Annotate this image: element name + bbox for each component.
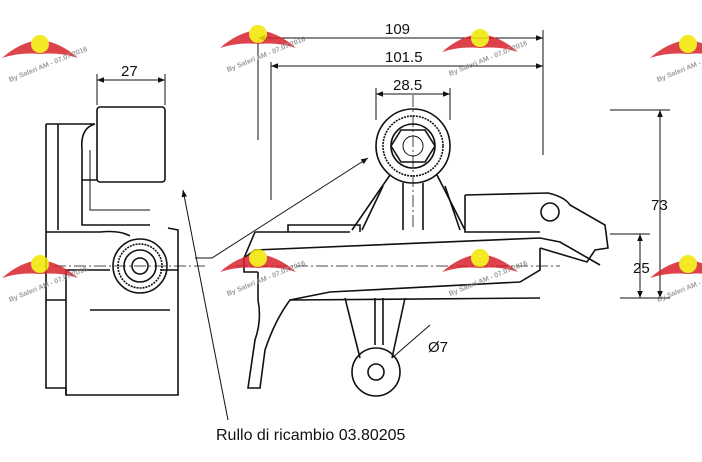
watermark-emblem — [249, 249, 267, 267]
watermark-badge: By Saleri AM - 07.07.2016 — [2, 35, 89, 84]
dimension-25-label: 25 — [633, 260, 650, 277]
watermark-emblem — [471, 249, 489, 267]
dimension-73-label: 73 — [651, 197, 668, 214]
dimension-27-label: 27 — [121, 63, 138, 80]
watermark-badge: By Saleri AM - 07.07.2016 — [650, 35, 702, 84]
right-front-view: 109 101.5 28.5 73 25 Ø7 — [236, 21, 670, 397]
watermark-badge: By Saleri AM - 07.07.2016 — [442, 29, 529, 78]
watermark-emblem — [249, 25, 267, 43]
watermark-emblem — [679, 35, 697, 53]
watermark-emblem — [679, 255, 697, 273]
watermark-emblem — [31, 255, 49, 273]
dimension-101-5-label: 101.5 — [385, 49, 423, 66]
watermark-badge: By Saleri AM - 07.07.2016 — [220, 249, 307, 298]
left-side-view: 27 — [45, 63, 205, 396]
leader-lines — [181, 157, 369, 421]
watermark-badge: By Saleri AM - 07.07.2016 — [220, 25, 307, 74]
dimension-28-5-label: 28.5 — [393, 77, 422, 94]
watermark-badge: By Saleri AM - 07.07.2016 — [650, 255, 702, 304]
watermark-emblem — [31, 35, 49, 53]
watermark-emblem — [471, 29, 489, 47]
caption-text: Rullo di ricambio 03.80205 — [216, 427, 406, 444]
watermark-layer: By Saleri AM - 07.07.2016 By Saleri AM - … — [2, 25, 702, 304]
watermark-badge: By Saleri AM - 07.07.2016 — [442, 249, 529, 298]
dimension-diameter-7-label: Ø7 — [428, 339, 448, 356]
dimension-109-label: 109 — [385, 21, 410, 38]
